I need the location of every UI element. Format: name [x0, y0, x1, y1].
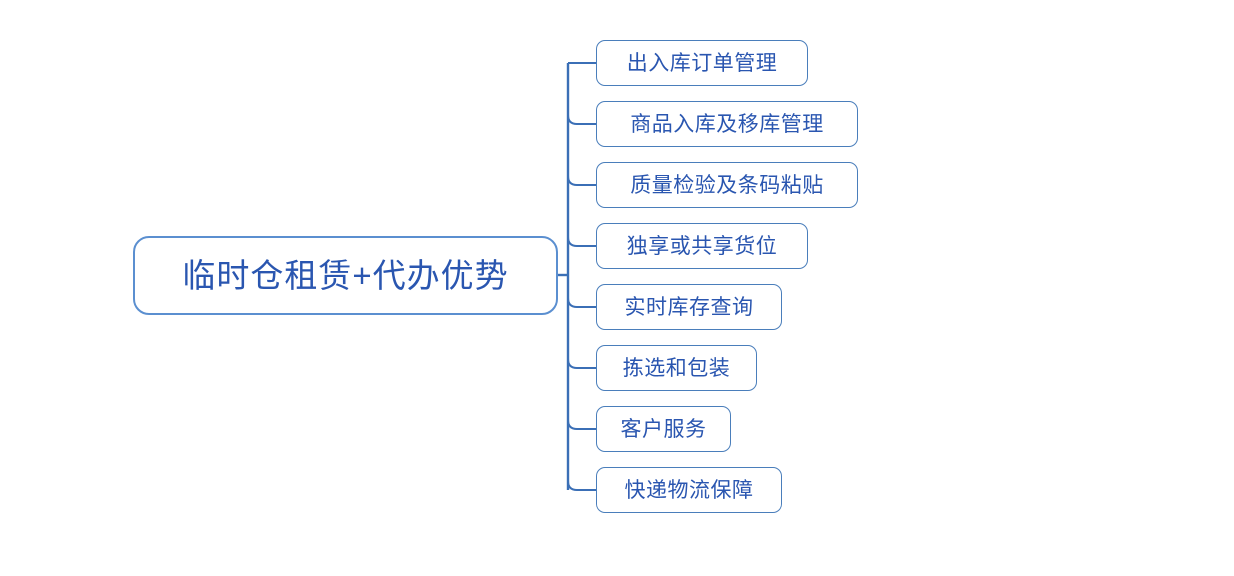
child-node-label: 拣选和包装	[622, 356, 731, 380]
child-node[interactable]: 出入库订单管理	[596, 40, 808, 86]
branch-connector-6	[567, 358, 596, 369]
child-node-label: 实时库存查询	[624, 295, 754, 319]
child-node[interactable]: 商品入库及移库管理	[596, 101, 858, 147]
child-node-label: 独享或共享货位	[626, 234, 778, 258]
branch-connector-4	[567, 236, 596, 247]
branch-connector-3	[567, 175, 596, 186]
child-node[interactable]: 快递物流保障	[596, 467, 782, 513]
child-node-label: 商品入库及移库管理	[630, 112, 824, 136]
child-node-label: 快递物流保障	[624, 478, 754, 502]
root-node[interactable]: 临时仓租赁+代办优势	[133, 236, 558, 315]
branch-connector-8	[567, 480, 596, 491]
branch-connector-2	[567, 114, 596, 125]
branch-connector-5	[567, 297, 596, 308]
root-node-label: 临时仓租赁+代办优势	[182, 257, 509, 294]
child-node[interactable]: 客户服务	[596, 406, 731, 452]
child-node[interactable]: 实时库存查询	[596, 284, 782, 330]
child-node-label: 质量检验及条码粘贴	[630, 173, 824, 197]
child-node[interactable]: 独享或共享货位	[596, 223, 808, 269]
child-node[interactable]: 质量检验及条码粘贴	[596, 162, 858, 208]
branch-connector-7	[567, 419, 596, 430]
child-node[interactable]: 拣选和包装	[596, 345, 757, 391]
child-node-label: 客户服务	[620, 417, 707, 441]
connector-paths	[558, 62, 596, 491]
child-node-label: 出入库订单管理	[626, 51, 778, 75]
